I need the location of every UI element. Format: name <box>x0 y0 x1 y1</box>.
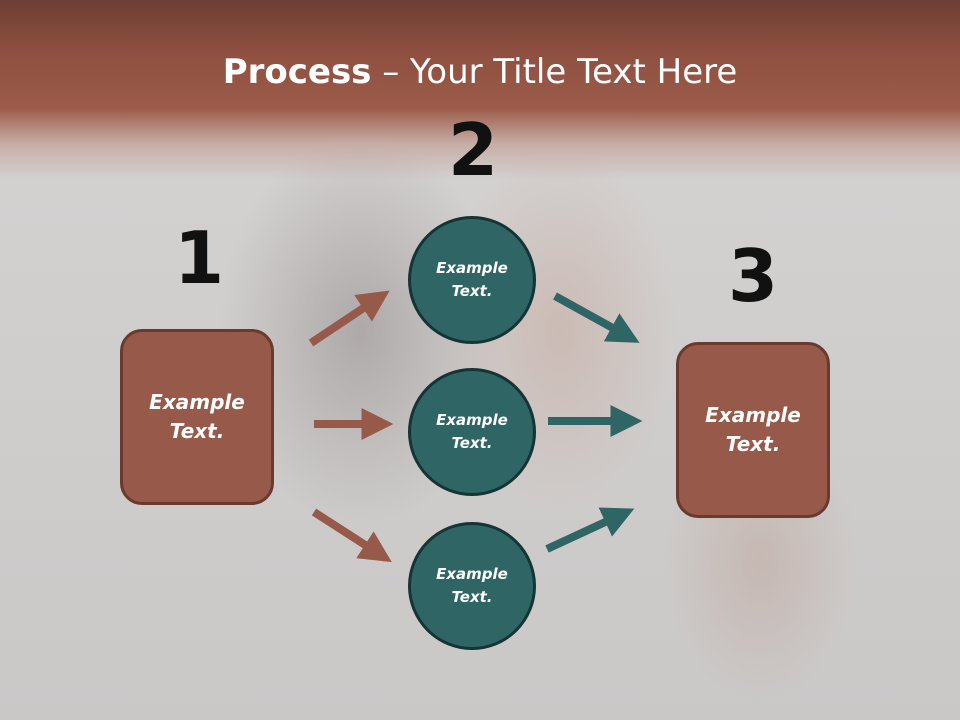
circle-bottom-label: Example Text. <box>436 565 508 606</box>
step-1-box[interactable]: Example Text. <box>120 329 274 505</box>
slide-title[interactable]: Process – Your Title Text Here <box>0 52 960 92</box>
step-2-circle-middle[interactable]: Example Text. <box>408 368 536 496</box>
step-number-3: 3 <box>727 234 779 318</box>
title-band <box>0 0 960 180</box>
title-bold: Process <box>222 52 372 92</box>
arrow-top-to-right <box>553 292 640 343</box>
step-2-circle-top[interactable]: Example Text. <box>408 216 536 344</box>
step-3-box[interactable]: Example Text. <box>676 342 830 518</box>
circle-middle-label: Example Text. <box>436 411 508 452</box>
arrow-left-to-top <box>308 290 390 347</box>
arrow-bottom-to-right <box>545 507 635 553</box>
step-number-1: 1 <box>173 216 225 300</box>
step-3-label: Example Text. <box>705 403 801 456</box>
step-1-label: Example Text. <box>149 390 245 443</box>
arrow-left-to-bottom <box>311 508 392 563</box>
step-number-2: 2 <box>447 108 499 192</box>
title-rest: – Your Title Text Here <box>371 52 738 92</box>
step-2-circle-bottom[interactable]: Example Text. <box>408 522 536 650</box>
circle-top-label: Example Text. <box>436 259 508 300</box>
